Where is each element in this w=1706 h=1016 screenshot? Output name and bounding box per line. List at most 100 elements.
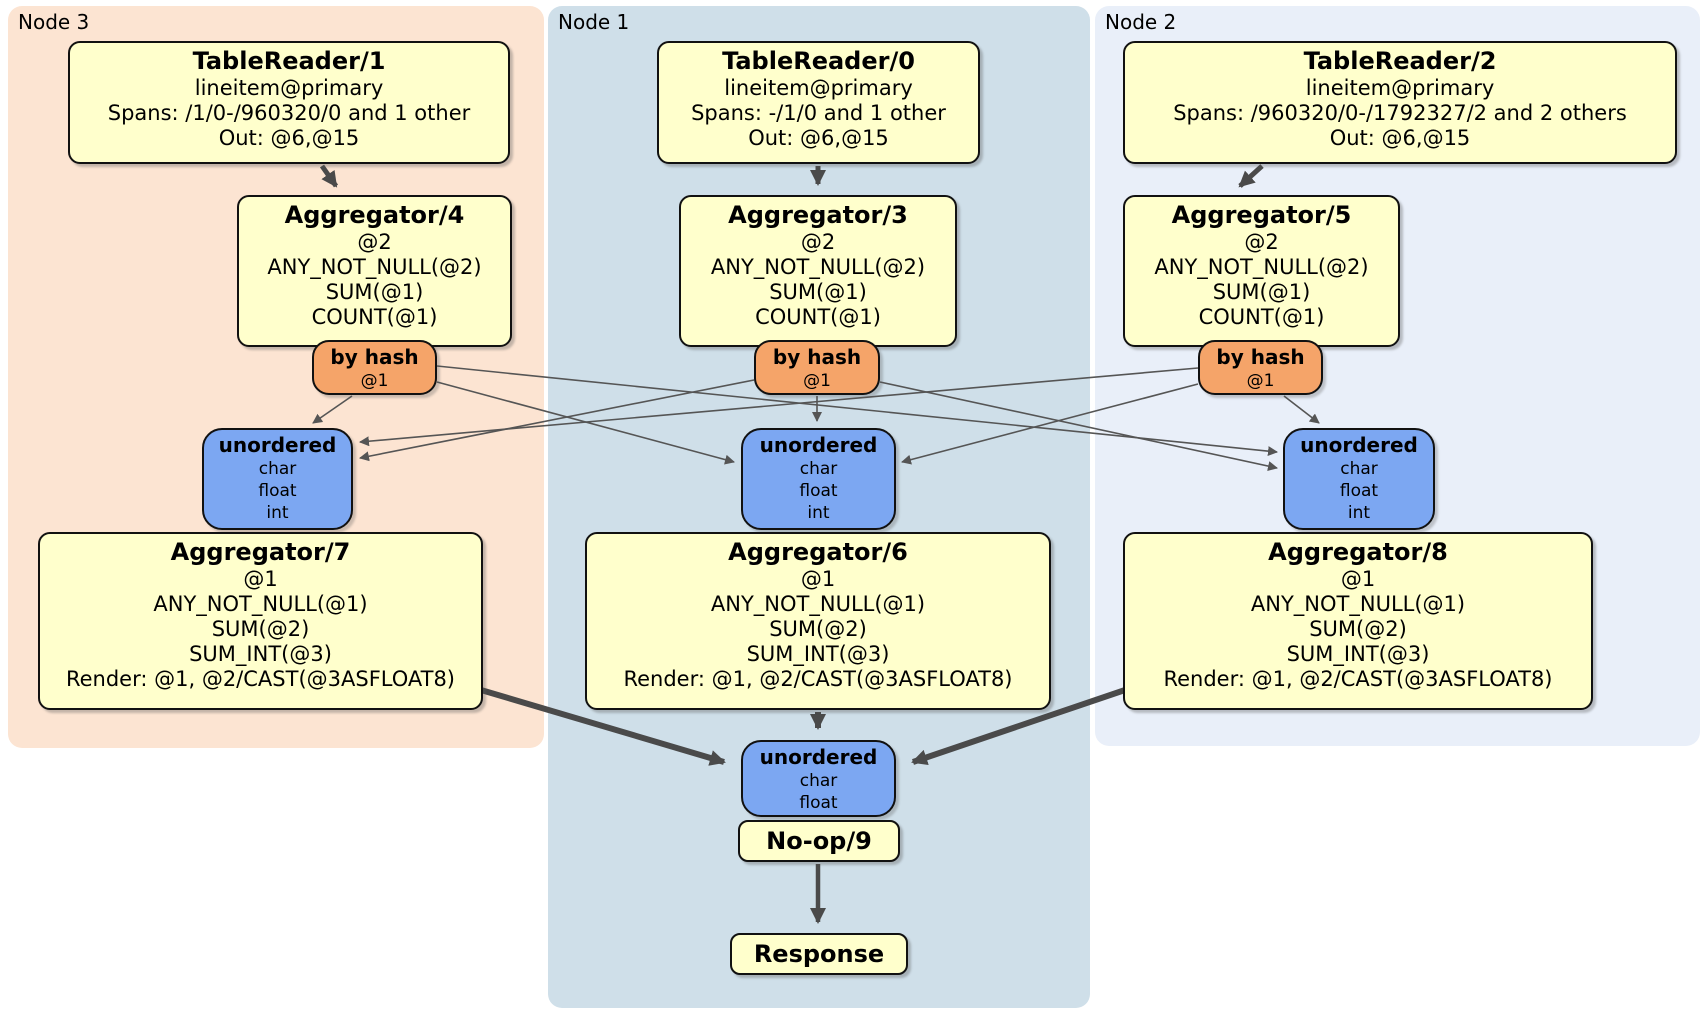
processor-line: ANY_NOT_NULL(@1) — [710, 592, 926, 616]
processor-line: COUNT(@1) — [1198, 305, 1325, 329]
sync-line: float — [799, 793, 838, 813]
processor-line: @2 — [800, 230, 836, 254]
sync-line: char — [258, 459, 297, 479]
processor-line: ANY_NOT_NULL(@2) — [710, 255, 926, 279]
sync-line: char — [1340, 459, 1378, 479]
processor-line: SUM_INT(@3) — [1286, 642, 1430, 666]
sync-line: char — [799, 459, 838, 479]
router-by-hash-node1: by hash @1 — [754, 340, 880, 395]
sync-unordered-node3: unordered char float int — [202, 428, 353, 530]
processor-line: Spans: /1/0-/960320/0 and 1 other — [107, 101, 471, 125]
processor-title: TableReader/0 — [722, 47, 915, 75]
edge-tablereader1-aggregator4 — [319, 164, 339, 188]
processor-line: @1 — [800, 567, 836, 591]
edge-router2-sync1 — [901, 383, 1199, 465]
edge-aggregator8-syncfinal — [911, 687, 1126, 766]
sync-title: unordered — [759, 745, 878, 769]
processor-line: Spans: /960320/0-/1792327/2 and 2 others — [1173, 101, 1627, 125]
processor-line: SUM(@2) — [211, 617, 310, 641]
processor-line: SUM(@1) — [1212, 280, 1311, 304]
router-by-hash-node2: by hash @1 — [1198, 340, 1323, 395]
processor-aggregator-4: Aggregator/4 @2 ANY_NOT_NULL(@2) SUM(@1)… — [237, 195, 512, 347]
node1-label: Node 1 — [558, 10, 630, 34]
processor-line: @2 — [357, 230, 392, 254]
edge-aggregator7-syncfinal — [480, 687, 726, 766]
sync-line: int — [807, 503, 830, 523]
processor-line: Render: @1, @2/CAST(@3ASFLOAT8) — [65, 667, 456, 691]
edge-router2-sync3 — [359, 367, 1199, 447]
processor-tablereader-0: TableReader/0 lineitem@primary Spans: -/… — [657, 41, 980, 164]
processor-title: Aggregator/8 — [1268, 538, 1448, 566]
sync-line: int — [1347, 503, 1371, 523]
sync-line: float — [1339, 481, 1379, 501]
processor-line: SUM_INT(@3) — [746, 642, 890, 666]
sync-unordered-final: unordered char float — [741, 740, 896, 817]
router-title: by hash — [772, 345, 862, 369]
processor-line: Out: @6,@15 — [1329, 126, 1471, 150]
processor-line: @2 — [1244, 230, 1279, 254]
edge-router1-sync2 — [879, 381, 1278, 471]
sync-line: float — [799, 481, 838, 501]
processor-line: lineitem@primary — [724, 76, 913, 100]
sync-title: unordered — [759, 433, 878, 457]
processor-line: ANY_NOT_NULL(@1) — [153, 592, 368, 616]
response-title: Response — [753, 940, 885, 968]
router-title: by hash — [330, 345, 419, 369]
sync-title: unordered — [1300, 433, 1418, 457]
node2-label: Node 2 — [1105, 10, 1177, 34]
processor-line: SUM(@1) — [769, 280, 867, 304]
processor-line: Render: @1, @2/CAST(@3ASFLOAT8) — [623, 667, 1013, 691]
processor-aggregator-5: Aggregator/5 @2 ANY_NOT_NULL(@2) SUM(@1)… — [1123, 195, 1400, 347]
processor-line: lineitem@primary — [1305, 76, 1495, 100]
sync-title: unordered — [218, 433, 337, 457]
sync-line: float — [258, 481, 297, 501]
edge-tablereader2-aggregator5 — [1238, 164, 1264, 188]
router-by-hash-node3: by hash @1 — [312, 340, 437, 395]
sync-line: int — [266, 503, 289, 523]
processor-title: Aggregator/7 — [170, 538, 351, 566]
processor-line: ANY_NOT_NULL(@2) — [1154, 255, 1369, 279]
processor-aggregator-7: Aggregator/7 @1 ANY_NOT_NULL(@1) SUM(@2)… — [38, 532, 483, 710]
processor-title: Aggregator/5 — [1171, 201, 1352, 229]
processor-title: TableReader/2 — [1303, 47, 1497, 75]
processor-line: ANY_NOT_NULL(@2) — [267, 255, 482, 279]
processor-line: Spans: -/1/0 and 1 other — [691, 101, 946, 125]
processor-noop-9: No-op/9 — [738, 820, 900, 862]
processor-title: Aggregator/6 — [728, 538, 908, 566]
processor-line: @1 — [1340, 567, 1376, 591]
processor-line: SUM(@1) — [325, 280, 424, 304]
sync-unordered-node1: unordered char float int — [741, 428, 896, 530]
processor-tablereader-2: TableReader/2 lineitem@primary Spans: /9… — [1123, 41, 1677, 164]
edge-router3-sync3 — [312, 395, 353, 424]
processor-line: Out: @6,@15 — [218, 126, 360, 150]
processor-line: SUM(@2) — [769, 617, 867, 641]
edge-router1-sync3 — [359, 379, 755, 462]
response-box: Response — [730, 933, 908, 975]
processor-aggregator-6: Aggregator/6 @1 ANY_NOT_NULL(@1) SUM(@2)… — [585, 532, 1051, 710]
processor-title: Aggregator/4 — [284, 201, 465, 229]
processor-line: Out: @6,@15 — [748, 126, 889, 150]
processor-line: SUM_INT(@3) — [189, 642, 332, 666]
router-detail: @1 — [360, 371, 389, 391]
edge-router2-sync2 — [1283, 395, 1320, 424]
processor-aggregator-3: Aggregator/3 @2 ANY_NOT_NULL(@2) SUM(@1)… — [679, 195, 957, 347]
processor-aggregator-8: Aggregator/8 @1 ANY_NOT_NULL(@1) SUM(@2)… — [1123, 532, 1593, 710]
processor-line: @1 — [243, 567, 278, 591]
processor-line: ANY_NOT_NULL(@1) — [1250, 592, 1466, 616]
processor-line: COUNT(@1) — [755, 305, 881, 329]
processor-line: SUM(@2) — [1309, 617, 1407, 641]
processor-line: Render: @1, @2/CAST(@3ASFLOAT8) — [1163, 667, 1553, 691]
processor-title: No-op/9 — [766, 827, 872, 855]
processor-tablereader-1: TableReader/1 lineitem@primary Spans: /1… — [68, 41, 510, 164]
processor-line: lineitem@primary — [194, 76, 384, 100]
sync-unordered-node2: unordered char float int — [1283, 428, 1435, 530]
router-title: by hash — [1216, 345, 1305, 369]
processor-line: COUNT(@1) — [311, 305, 438, 329]
processor-title: TableReader/1 — [192, 47, 386, 75]
router-detail: @1 — [803, 371, 831, 391]
processor-title: Aggregator/3 — [728, 201, 908, 229]
node3-label: Node 3 — [18, 10, 90, 34]
router-detail: @1 — [1246, 371, 1275, 391]
